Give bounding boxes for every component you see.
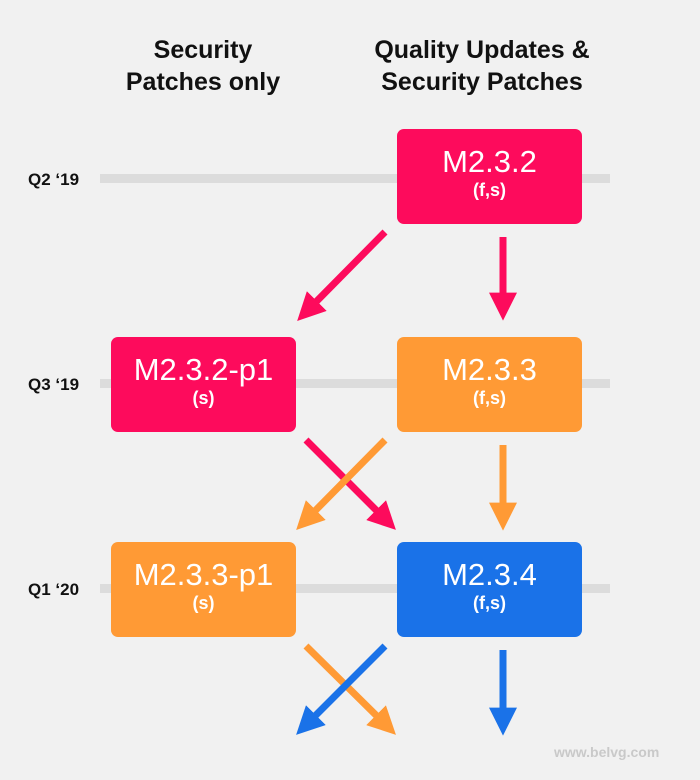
release-tag: (f,s) (473, 388, 506, 408)
header-line: Quality Updates & (374, 36, 590, 64)
release-box-m2-3-3-p1: M2.3.3-p1 (s) (111, 542, 296, 637)
header-line: Security Patches (381, 68, 583, 96)
release-tag: (f,s) (473, 180, 506, 200)
arrow-m232-to-p1 (297, 229, 388, 321)
release-tag: (s) (192, 593, 215, 613)
watermark: www.belvg.com (554, 744, 660, 760)
timeline-line-q3-19 (100, 379, 610, 388)
column-header-quality-security: Quality Updates & Security Patches (352, 34, 612, 98)
header-line: Security (153, 36, 253, 64)
row-label-q3-19: Q3 ‘19 (28, 375, 80, 394)
arrow-m234-to-next-patch (296, 643, 388, 735)
release-version: M2.3.2-p1 (133, 352, 274, 387)
release-version: M2.3.3-p1 (133, 557, 274, 592)
header-line: Patches only (125, 68, 281, 96)
release-box-m2-3-2-p1: M2.3.2-p1 (s) (111, 337, 296, 432)
release-version: M2.3.3 (442, 352, 537, 387)
column-header-security-only: Security Patches only (73, 34, 333, 98)
release-tag: (s) (192, 388, 215, 408)
timeline-line-q1-20 (100, 584, 610, 593)
release-version: M2.3.2 (442, 144, 537, 179)
release-version: M2.3.4 (442, 557, 537, 592)
release-tag: (f,s) (473, 593, 506, 613)
release-box-m2-3-4: M2.3.4 (f,s) (397, 542, 582, 637)
release-box-m2-3-2: M2.3.2 (f,s) (397, 129, 582, 224)
row-label-q2-19: Q2 ‘19 (28, 170, 80, 189)
timeline-line-q2-19 (100, 174, 610, 183)
arrow-m233-to-m233p1 (296, 437, 388, 530)
row-label-q1-20: Q1 ‘20 (28, 580, 80, 599)
release-box-m2-3-3: M2.3.3 (f,s) (397, 337, 582, 432)
